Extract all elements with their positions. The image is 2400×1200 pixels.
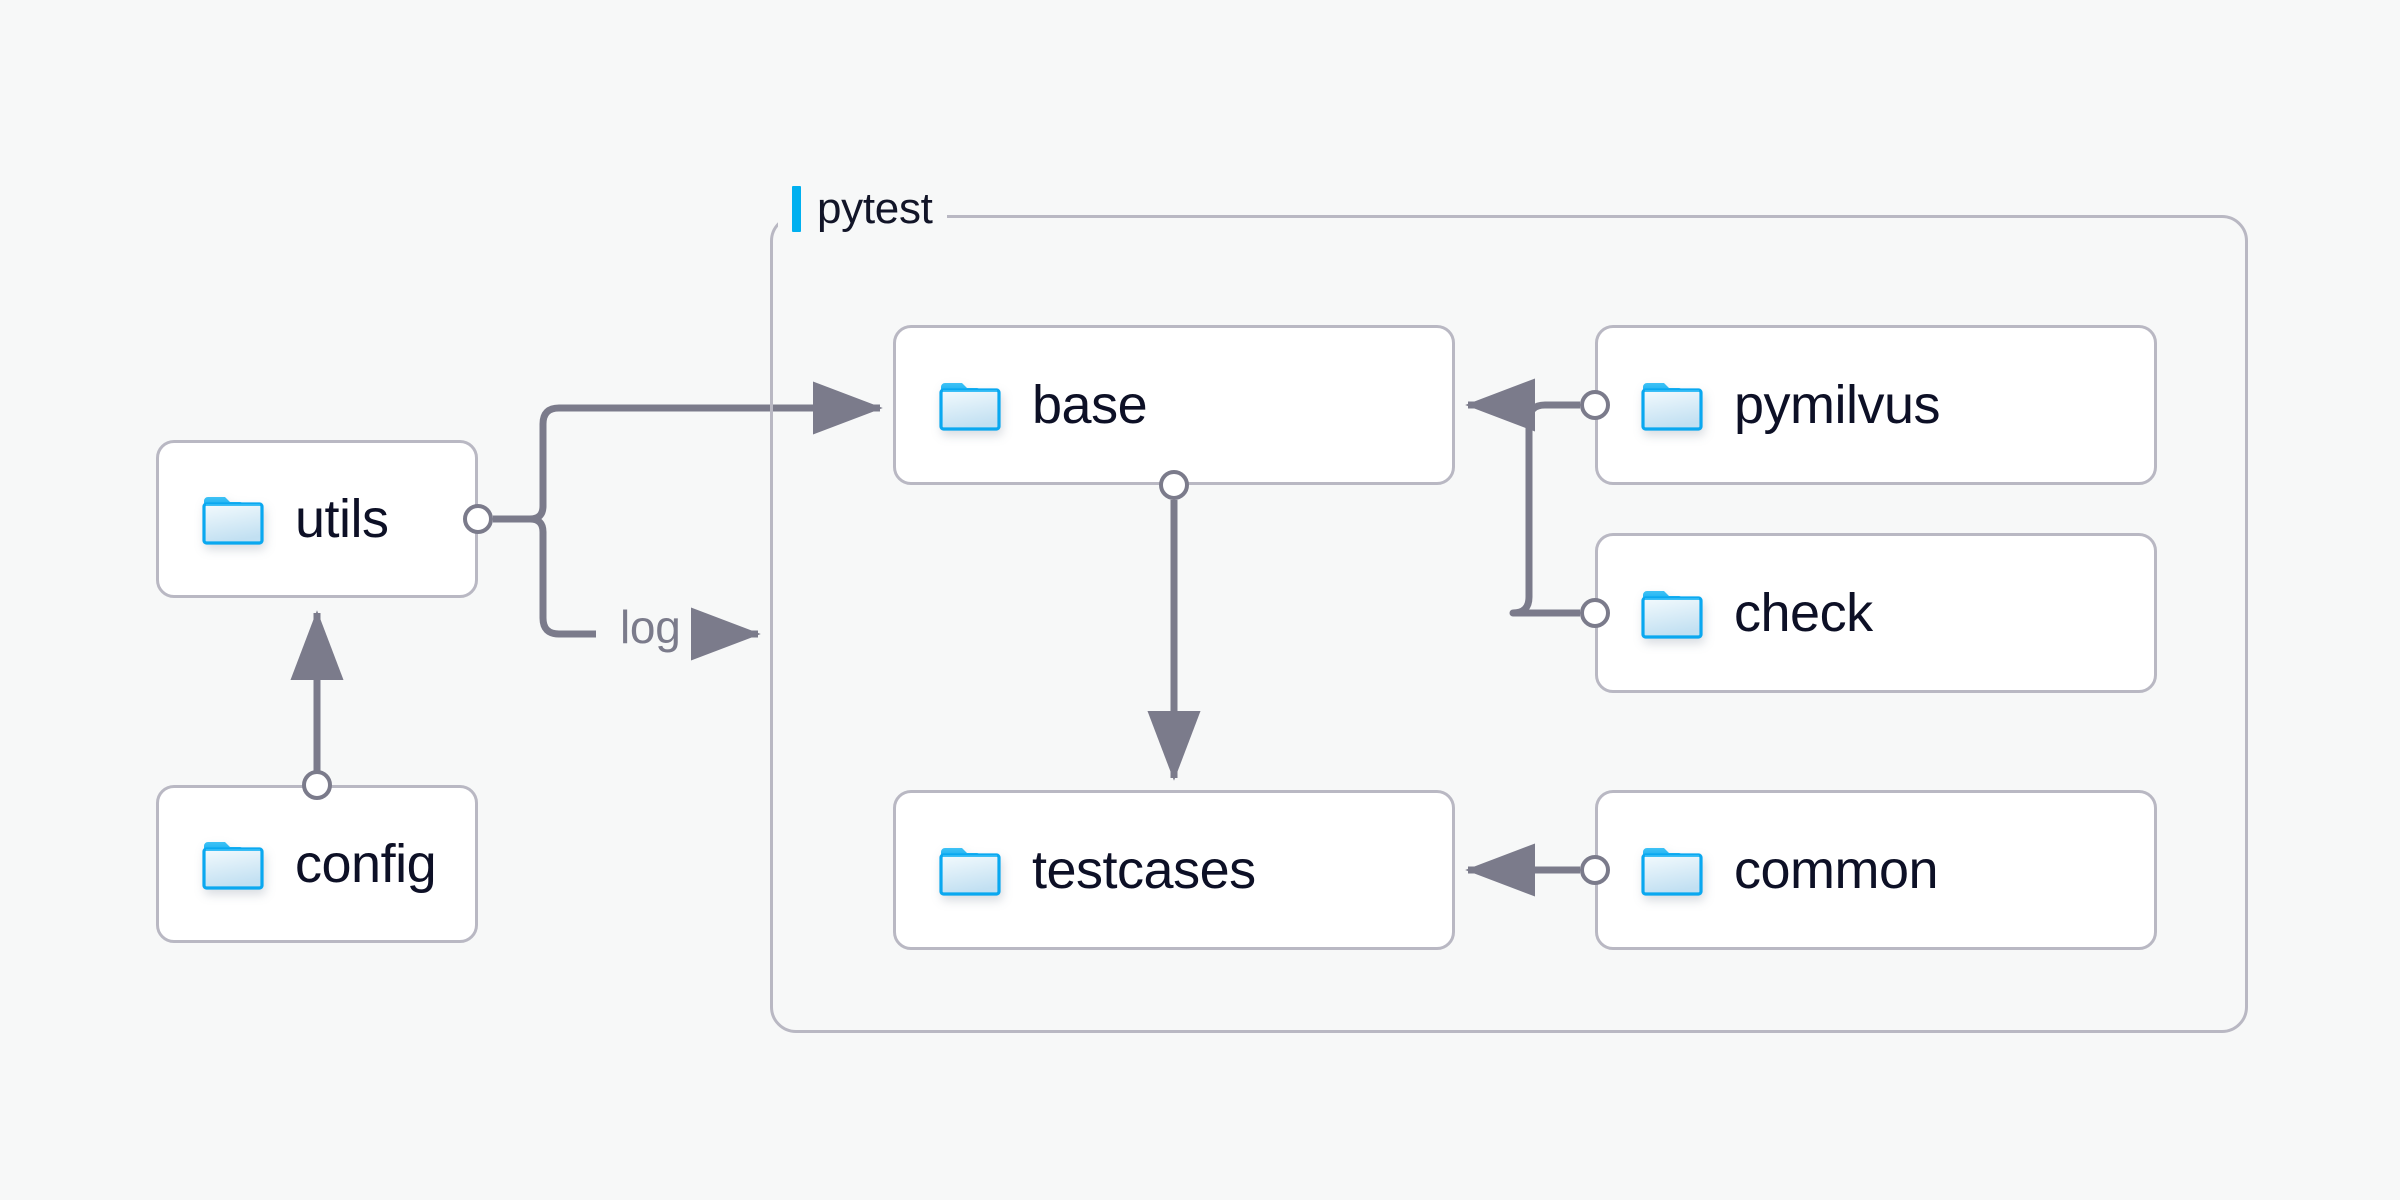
node-pymilvus[interactable]: pymilvus: [1595, 325, 2157, 485]
edge-utils-to-log: [493, 515, 596, 638]
node-base[interactable]: base: [893, 325, 1455, 485]
port-base-bottom[interactable]: [1159, 470, 1189, 500]
group-title: pytest: [817, 184, 933, 233]
port-check-left[interactable]: [1580, 598, 1610, 628]
node-common[interactable]: common: [1595, 790, 2157, 950]
group-accent-bar: [792, 186, 801, 232]
folder-icon: [938, 843, 1002, 897]
folder-icon: [1640, 586, 1704, 640]
node-testcases[interactable]: testcases: [893, 790, 1455, 950]
group-label-pytest: pytest: [778, 184, 947, 234]
node-label-pymilvus: pymilvus: [1734, 375, 1941, 435]
edge-label-log: log: [610, 600, 691, 654]
node-check[interactable]: check: [1595, 533, 2157, 693]
node-label-common: common: [1734, 840, 1939, 900]
node-label-config: config: [295, 834, 437, 894]
port-utils-right[interactable]: [463, 504, 493, 534]
folder-icon: [1640, 843, 1704, 897]
node-label-utils: utils: [295, 489, 389, 549]
group-container-pytest[interactable]: [770, 215, 2248, 1033]
port-common-left[interactable]: [1580, 855, 1610, 885]
folder-icon: [201, 492, 265, 546]
port-config-top[interactable]: [302, 770, 332, 800]
node-label-testcases: testcases: [1032, 840, 1256, 900]
node-label-check: check: [1734, 583, 1873, 643]
node-label-base: base: [1032, 375, 1148, 435]
port-pymilvus-left[interactable]: [1580, 390, 1610, 420]
folder-icon: [938, 378, 1002, 432]
folder-icon: [201, 837, 265, 891]
node-utils[interactable]: utils: [156, 440, 478, 598]
folder-icon: [1640, 378, 1704, 432]
node-config[interactable]: config: [156, 785, 478, 943]
